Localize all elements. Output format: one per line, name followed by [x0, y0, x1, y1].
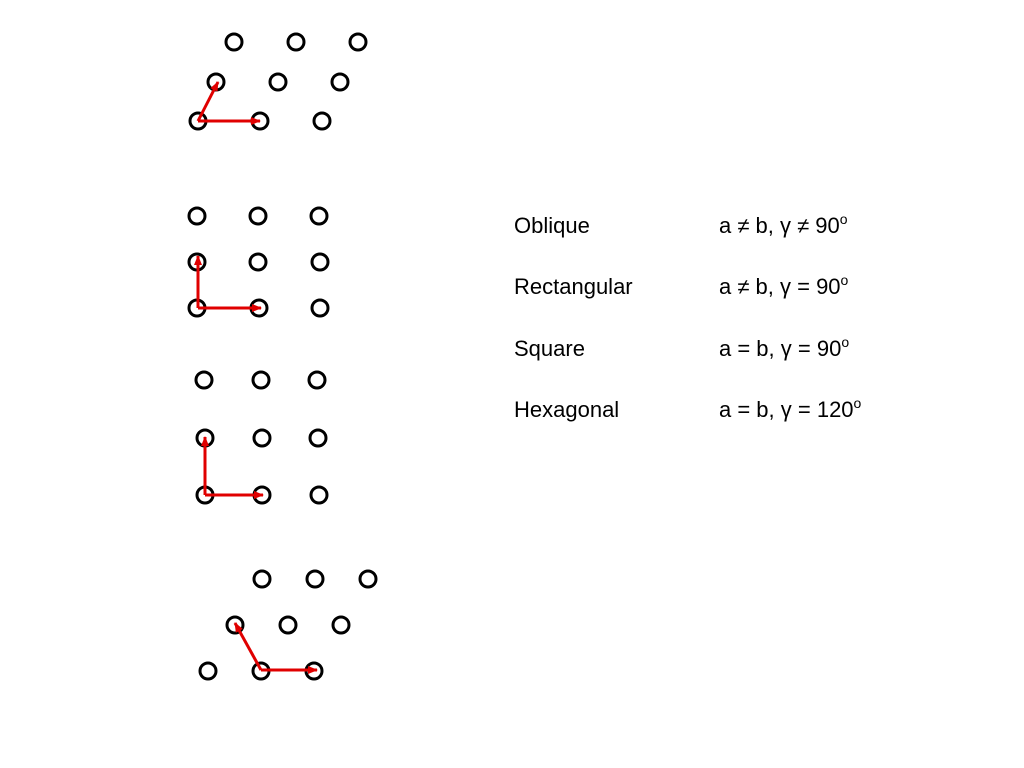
lattice-point: [187, 206, 207, 226]
lattice-name: Hexagonal: [514, 397, 620, 422]
lattice-point: [308, 428, 328, 448]
lattice-3: [198, 569, 378, 681]
lattice-point: [252, 428, 272, 448]
lattice-point: [268, 72, 288, 92]
degree-mark: o: [840, 272, 849, 288]
lattice-condition: a = b, γ = 120o: [719, 395, 861, 427]
lattice-point: [194, 370, 214, 390]
lattice-point: [310, 298, 330, 318]
lattice-point: [252, 569, 272, 589]
basis-vector-b: [233, 622, 263, 671]
lattice-point: [198, 661, 218, 681]
lattice-2: [194, 370, 329, 505]
lattice-name: Rectangular: [514, 274, 633, 299]
condition-text: a ≠ b, γ ≠ 90: [719, 213, 840, 238]
lattice-1: [187, 206, 330, 318]
lattice-condition: a = b, γ = 90o: [719, 334, 849, 366]
basis-vector-b: [196, 81, 220, 122]
lattice-0: [188, 32, 368, 131]
lattice-name: Square: [514, 336, 585, 361]
lattice-point: [251, 370, 271, 390]
lattice-name: Oblique: [514, 213, 590, 238]
lattice-point: [310, 252, 330, 272]
lattice-point: [330, 72, 350, 92]
lattice-point: [348, 32, 368, 52]
condition-text: a = b, γ = 120: [719, 397, 854, 422]
lattice-point: [307, 370, 327, 390]
lattice-point: [248, 206, 268, 226]
degree-mark: o: [853, 395, 862, 411]
degree-mark: o: [841, 334, 850, 350]
lattice-point: [309, 485, 329, 505]
lattice-point: [224, 32, 244, 52]
condition-text: a ≠ b, γ = 90: [719, 274, 841, 299]
lattice-point: [309, 206, 329, 226]
lattice-point: [305, 569, 325, 589]
degree-mark: o: [839, 211, 848, 227]
lattice-point: [248, 252, 268, 272]
condition-text: a = b, γ = 90: [719, 336, 842, 361]
lattice-condition: a ≠ b, γ ≠ 90o: [719, 211, 848, 243]
lattice-point: [358, 569, 378, 589]
lattice-condition: a ≠ b, γ = 90o: [719, 272, 848, 304]
lattice-point: [286, 32, 306, 52]
lattice-point: [278, 615, 298, 635]
lattice-point: [331, 615, 351, 635]
lattice-point: [312, 111, 332, 131]
lattice-point: [225, 615, 245, 635]
